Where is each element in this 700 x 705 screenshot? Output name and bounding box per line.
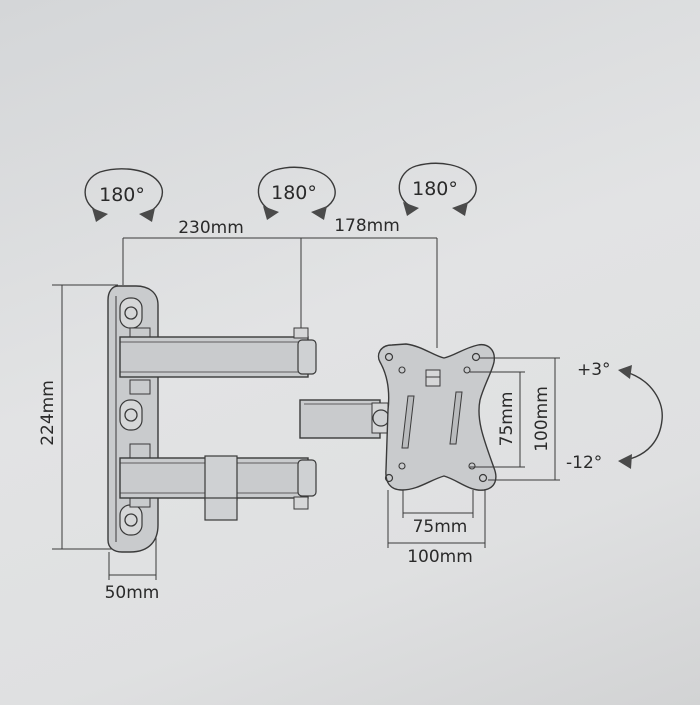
tilt-arc <box>625 371 663 461</box>
vesa-vertical-large-label: 100mm <box>532 386 552 452</box>
tilt-up-label: +3° <box>577 360 611 380</box>
rotation-arc <box>257 166 336 212</box>
vesa-horizontal-small-label: 75mm <box>413 517 468 537</box>
vesa-horizontal-dimensions <box>387 490 486 548</box>
tilt-down-arrow-icon <box>618 454 632 469</box>
rotation-arrow-icon <box>263 206 279 220</box>
wall-plate-height-label: 224mm <box>38 380 58 446</box>
wall-plate-screw-top <box>119 297 143 329</box>
rotation-label: 180° <box>271 182 317 204</box>
wall-plate-height-dimension <box>52 284 118 550</box>
vesa-plate <box>377 343 497 491</box>
rotation-indicator-middle: 180° <box>257 166 336 220</box>
rotation-label: 180° <box>99 184 145 206</box>
wall-plate-screw-middle <box>119 399 143 431</box>
arm-length-dimension <box>122 237 438 348</box>
rotation-arc <box>84 168 164 214</box>
rotation-arrow-icon <box>452 202 468 216</box>
tilt-up-arrow-icon <box>618 365 632 379</box>
rotation-arrow-icon <box>311 206 327 220</box>
vesa-horizontal-large-label: 100mm <box>407 547 473 567</box>
rotation-arrow-icon <box>139 208 155 222</box>
tilt-down-label: -12° <box>566 453 602 473</box>
wall-plate-depth-label: 50mm <box>105 583 160 603</box>
wall-plate-screw-bottom <box>119 504 143 536</box>
rotation-arrow-icon <box>92 208 108 222</box>
arm-first-length-label: 230mm <box>178 218 244 238</box>
arm-second-length-label: 178mm <box>334 216 400 236</box>
rotation-indicator-head: 180° <box>398 162 477 216</box>
upper-arm <box>119 327 317 378</box>
rotation-arc <box>398 162 477 208</box>
wall-plate <box>107 285 159 553</box>
rotation-arrow-icon <box>403 202 419 216</box>
vesa-vertical-small-label: 75mm <box>497 392 517 447</box>
tilt-indicator: +3° -12° <box>566 360 663 473</box>
lower-arm <box>119 455 317 521</box>
rotation-indicator-wall: 180° <box>84 168 164 222</box>
rotation-label: 180° <box>412 178 458 200</box>
vesa-vertical-dimensions <box>470 357 560 481</box>
extension-arm <box>299 399 390 439</box>
